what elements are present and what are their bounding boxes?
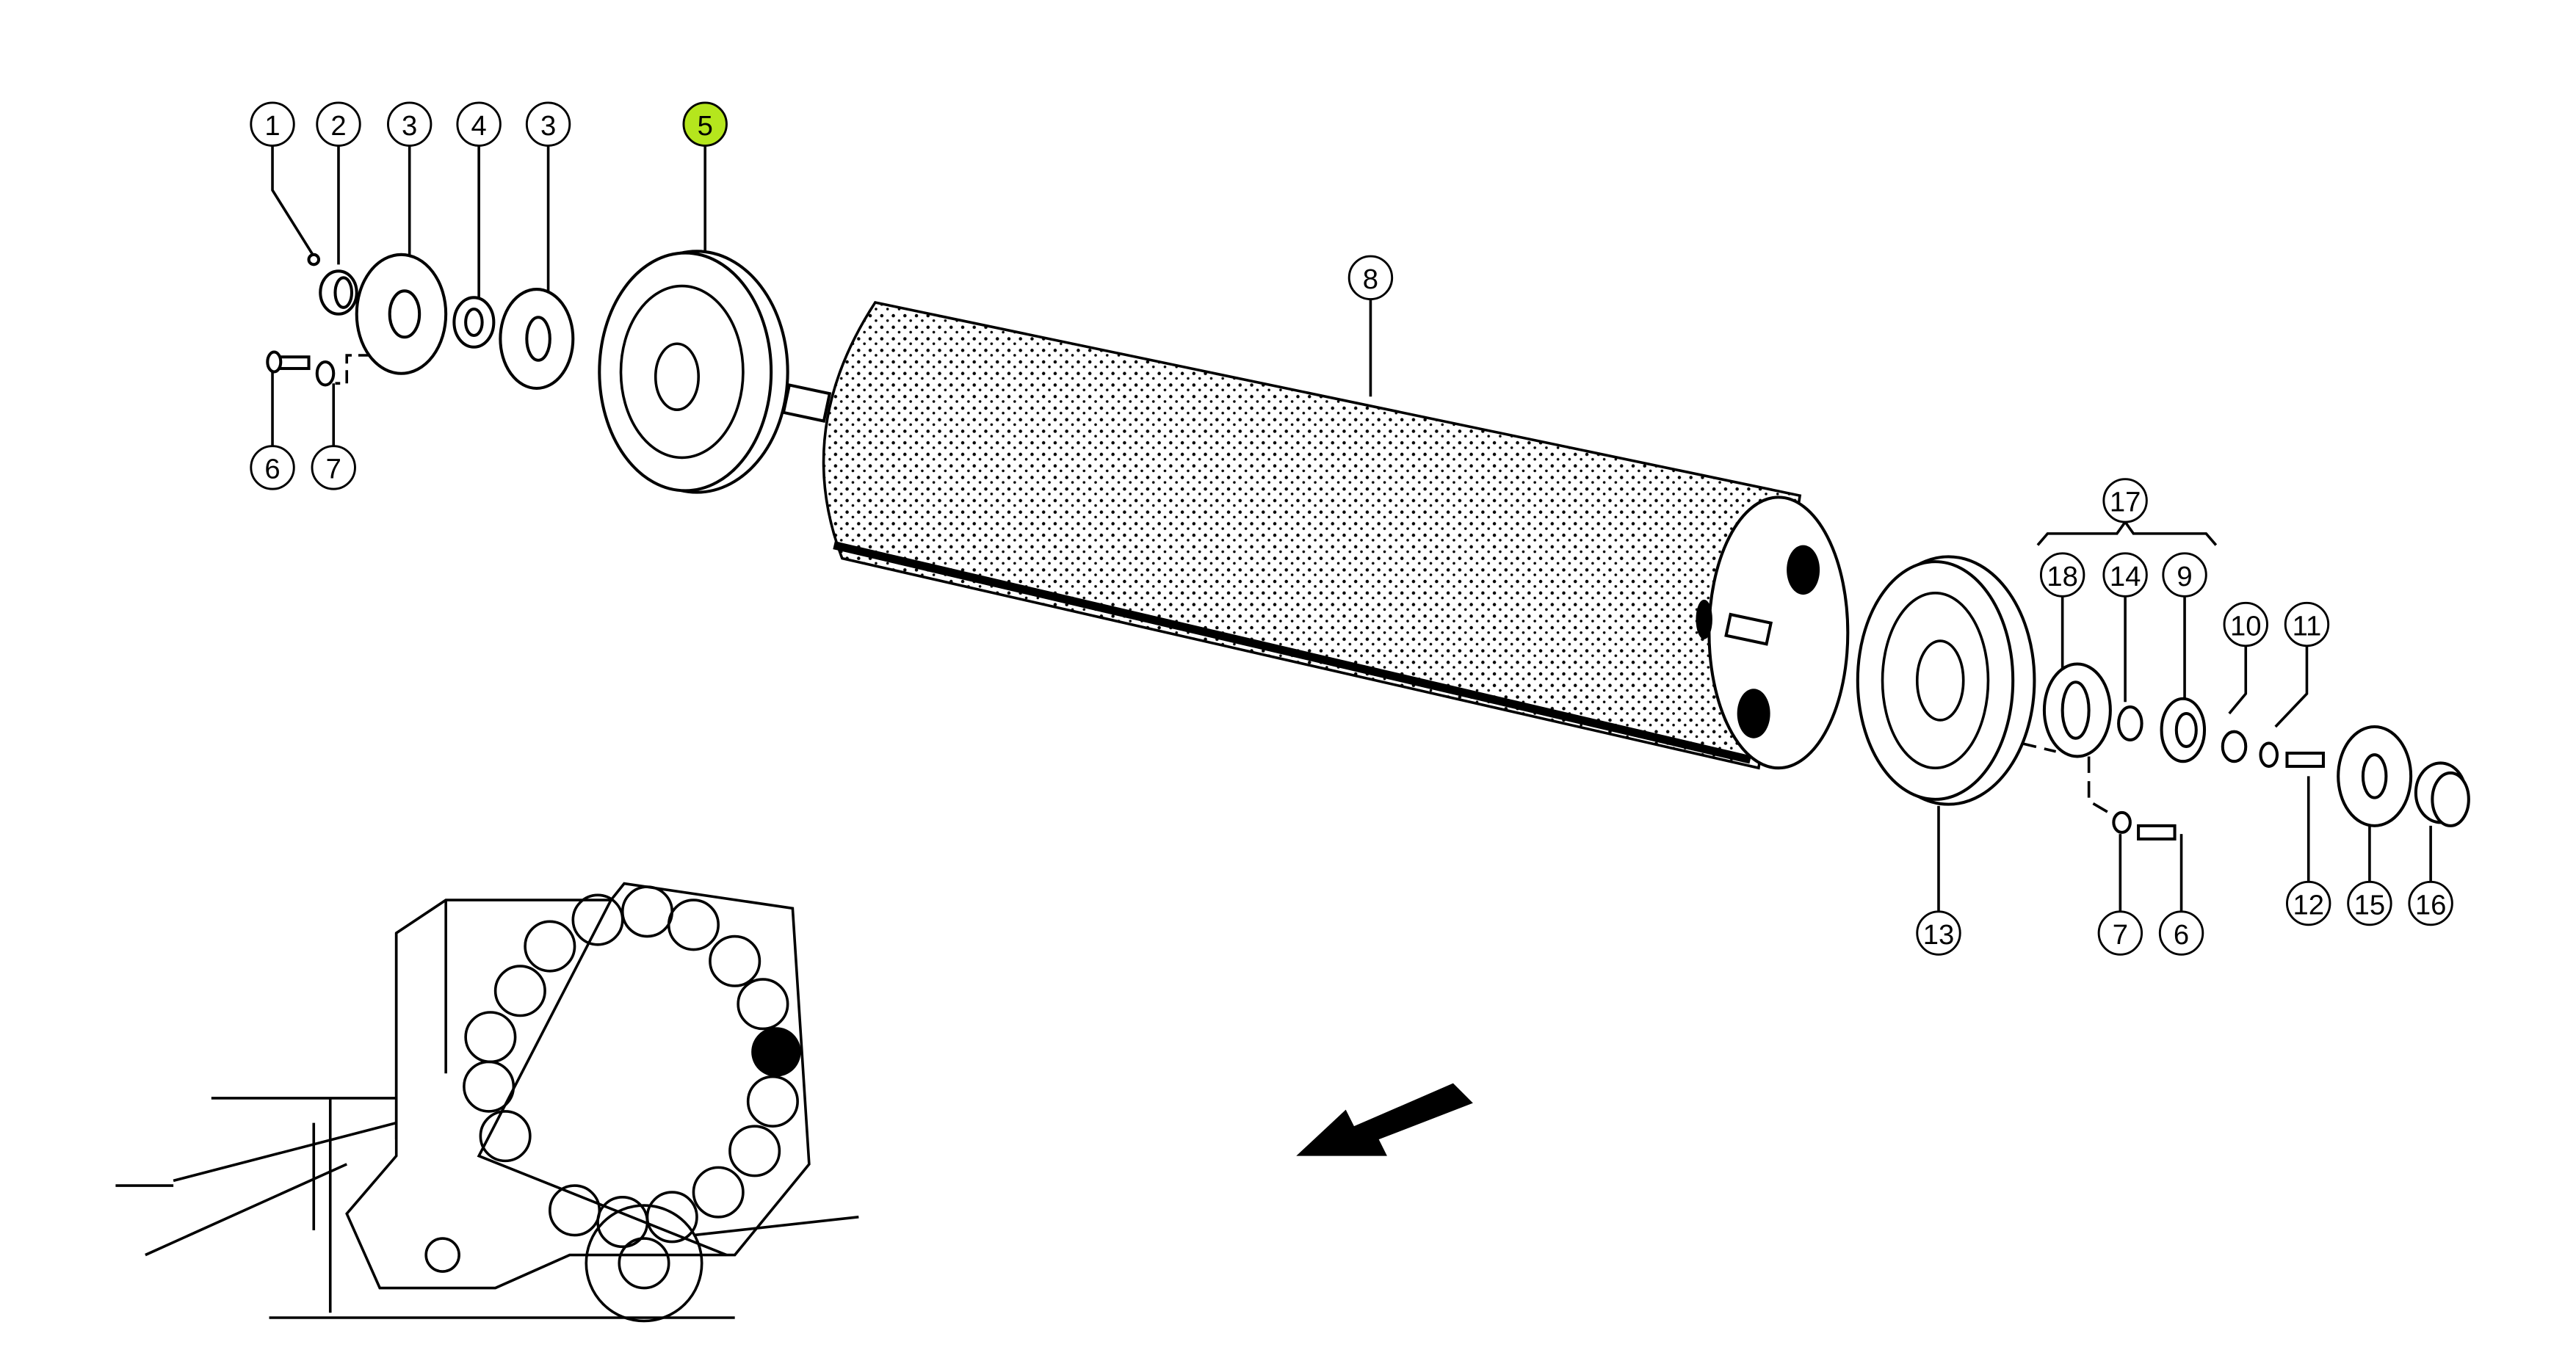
callout-6b[interactable]: 6 <box>2158 910 2204 956</box>
callout-18[interactable]: 18 <box>2039 552 2085 598</box>
callout-16[interactable]: 16 <box>2408 880 2453 926</box>
roller-drum <box>781 301 1850 770</box>
callout-7b[interactable]: 7 <box>2097 910 2143 956</box>
svg-text:13: 13 <box>1923 919 1955 951</box>
callout-17[interactable]: 17 <box>2102 478 2148 523</box>
svg-text:10: 10 <box>2230 610 2262 642</box>
callout-10[interactable]: 10 <box>2223 601 2268 647</box>
right-hub-parts <box>1856 555 2470 841</box>
callout-1[interactable]: 1 <box>250 101 295 147</box>
svg-text:4: 4 <box>471 110 486 142</box>
svg-text:16: 16 <box>2415 889 2447 921</box>
callout-8[interactable]: 8 <box>1347 255 1394 301</box>
callout-6[interactable]: 6 <box>250 445 295 490</box>
callout-2[interactable]: 2 <box>316 101 361 147</box>
callout-3[interactable]: 3 <box>386 101 433 147</box>
svg-text:7: 7 <box>2113 919 2128 951</box>
direction-arrow <box>1296 1083 1473 1156</box>
svg-text:2: 2 <box>330 110 346 142</box>
svg-text:9: 9 <box>2177 561 2192 592</box>
callout-9[interactable]: 9 <box>2162 552 2207 598</box>
callout-15[interactable]: 15 <box>2347 880 2392 926</box>
callout-11[interactable]: 11 <box>2284 601 2330 647</box>
svg-text:15: 15 <box>2354 889 2386 921</box>
end-disc-left <box>598 250 789 494</box>
left-hub-parts <box>266 253 575 391</box>
svg-text:3: 3 <box>540 110 556 142</box>
svg-text:14: 14 <box>2110 561 2141 592</box>
baler-overview <box>115 882 859 1323</box>
svg-text:18: 18 <box>2047 561 2078 592</box>
svg-text:11: 11 <box>2293 610 2322 642</box>
svg-text:1: 1 <box>264 110 280 142</box>
callout-13[interactable]: 13 <box>1916 910 1961 956</box>
svg-text:5: 5 <box>698 110 713 142</box>
svg-text:7: 7 <box>326 454 341 485</box>
callout-12[interactable]: 12 <box>2286 880 2331 926</box>
svg-text:12: 12 <box>2293 889 2324 921</box>
leader-lines <box>271 145 2432 912</box>
callout-7[interactable]: 7 <box>311 445 356 490</box>
svg-text:3: 3 <box>402 110 417 142</box>
callout-14[interactable]: 14 <box>2102 552 2148 598</box>
callout-4[interactable]: 4 <box>456 101 502 147</box>
svg-text:8: 8 <box>1363 264 1378 295</box>
svg-text:17: 17 <box>2110 487 2141 518</box>
svg-text:6: 6 <box>2174 919 2189 951</box>
svg-text:6: 6 <box>264 454 280 485</box>
callout-3b[interactable]: 3 <box>525 101 571 147</box>
callout-5-selected[interactable]: 5 <box>682 101 728 147</box>
